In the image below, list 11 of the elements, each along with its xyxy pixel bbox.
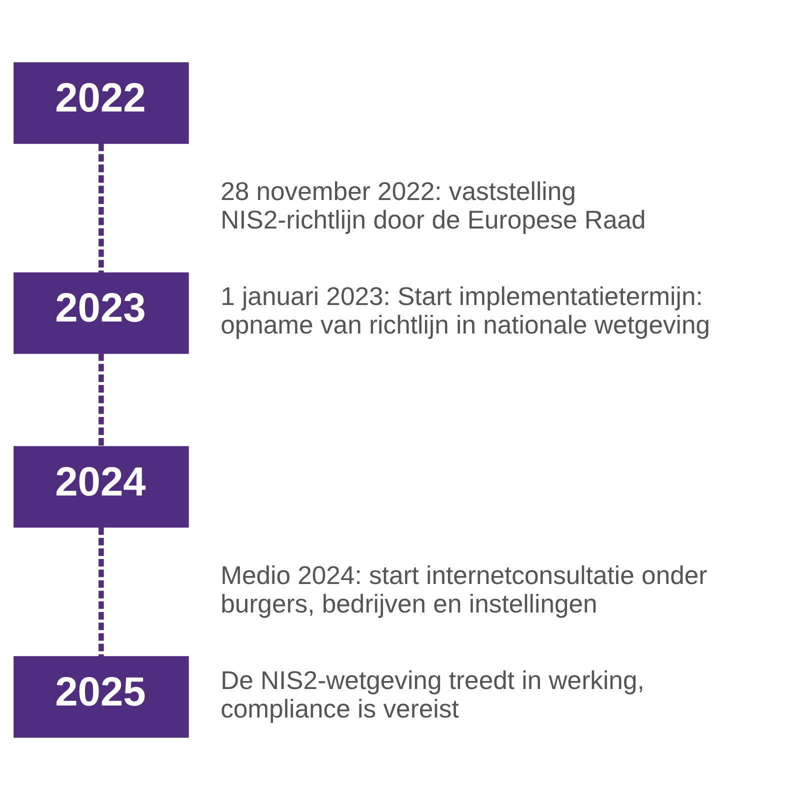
node-label: De NIS2-wetgeving treedt in werking, compliance is vereist [220,666,644,724]
node-box: 2022 [14,62,189,144]
connector [98,144,104,273]
connector [98,527,104,657]
node-box: 2023 [14,272,189,354]
node-label: Medio 2024: start internetconsultatie onder burgers, bedrijven en instellingen [220,562,708,618]
connector [98,353,104,447]
node-box: 2024 [14,446,189,528]
node-box: 2025 [14,656,189,738]
node-label: 28 november 2022: vaststelling NIS2-richtlijn door de Europese Raad [220,178,646,235]
node-label: 1 januari 2023: Start implementatietermijn: opname van richtlijn in nationale wetgeving [220,282,710,340]
